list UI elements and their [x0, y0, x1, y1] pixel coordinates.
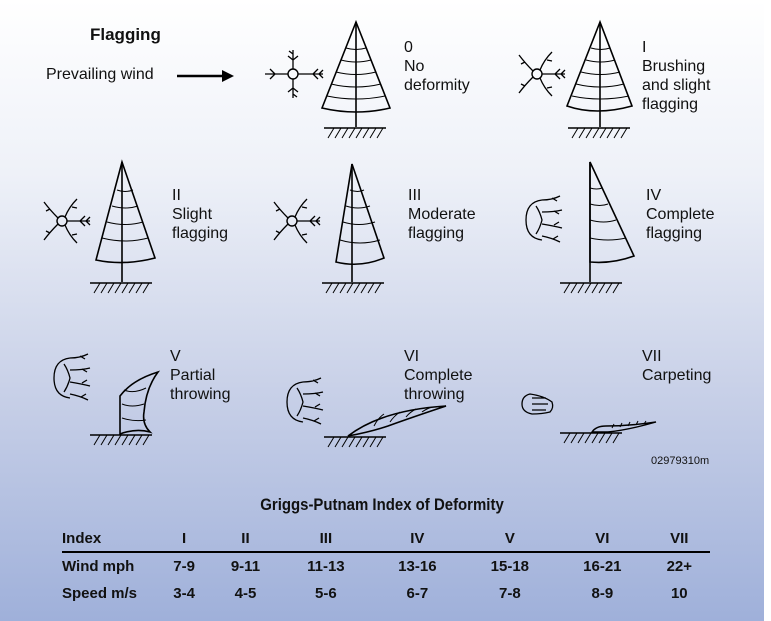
table-header-cell: V [463, 525, 557, 553]
table-header-cell: II [210, 525, 281, 553]
wind-arrow [177, 70, 234, 82]
table-cell: 15-18 [490, 558, 530, 575]
table-cell: 9-11 [230, 558, 261, 575]
figure-code: 02979310m [651, 455, 710, 467]
table-header-cell: IV [371, 525, 464, 553]
table-header-cell: III [280, 525, 372, 553]
deformity-index-table: Index I II III IV V VI VII Wind mph 7-9 … [62, 525, 710, 607]
table-header-cell: I [158, 525, 211, 553]
table-cell: 3-4 [173, 585, 195, 602]
figure-heading: Flagging [90, 25, 161, 44]
table-row: Speed m/s 3-4 4-5 5-6 6-7 7-8 8-9 10 [62, 580, 710, 607]
table-cell: 13-16 [398, 558, 437, 575]
table-header-cell: VII [648, 525, 710, 553]
table-title: Griggs-Putnam Index of Deformity [260, 495, 504, 514]
table-cell: Wind mph [62, 558, 135, 575]
prevailing-wind-label: Prevailing wind [46, 66, 154, 83]
table-cell: 7-9 [173, 558, 195, 575]
table-cell: 22+ [666, 558, 693, 575]
table-cell: 16-21 [583, 558, 622, 575]
table-cell: 10 [670, 585, 688, 602]
tree-class-iii [273, 163, 385, 294]
table-cell: 7-8 [499, 585, 521, 602]
table-cell: 8-9 [591, 585, 614, 602]
tree-class-ii [43, 159, 157, 294]
table-row: Wind mph 7-9 9-11 11-13 13-16 15-18 16-2… [62, 552, 710, 580]
tree-class-vii [521, 393, 657, 444]
table-cell: 5-6 [315, 585, 337, 602]
tree-class-iv [525, 161, 636, 294]
tree-class-v [53, 353, 161, 446]
table-cell: 4-5 [234, 585, 257, 602]
table-header-cell: Index [62, 525, 158, 553]
tree-class-0 [264, 19, 392, 139]
table-header-row: Index I II III IV V VI VII [62, 525, 710, 553]
table-cell: 11-13 [307, 558, 345, 575]
tree-class-vi [286, 377, 447, 448]
table-header-cell: VI [556, 525, 649, 553]
table-cell: Speed m/s [62, 585, 138, 602]
tree-class-i [518, 19, 634, 139]
table-cell: 6-7 [406, 585, 429, 602]
